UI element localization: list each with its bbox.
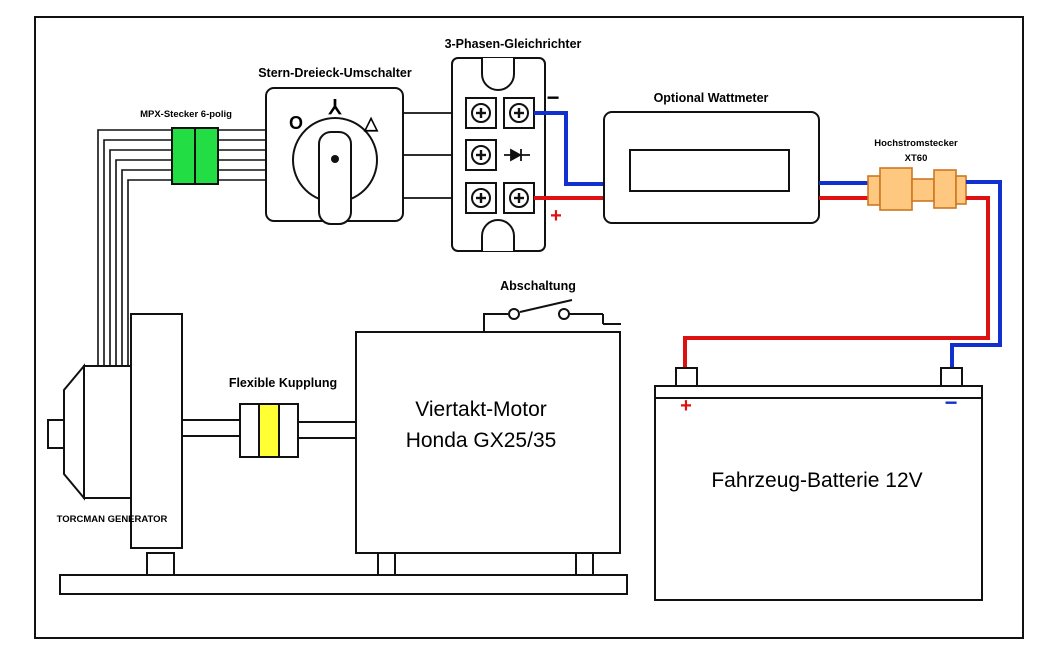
xt60-connector xyxy=(867,167,967,211)
shutoff-label: Abschaltung xyxy=(500,279,576,293)
switch-label: Stern-Dreieck-Umschalter xyxy=(258,66,412,80)
switch-star-symbol: ⅄ xyxy=(328,97,342,119)
rectifier xyxy=(451,57,546,252)
rectifier-plus-sign: + xyxy=(550,205,562,227)
generator-label: TORCMAN GENERATOR xyxy=(57,514,168,525)
battery-plus-sign: + xyxy=(680,395,692,417)
mpx-connector xyxy=(171,127,219,185)
battery-wires xyxy=(683,180,1002,368)
battery xyxy=(654,367,983,601)
dc-wires-rectifier xyxy=(534,111,604,200)
coupling-label: Flexible Kupplung xyxy=(229,376,337,390)
generator-wires xyxy=(97,129,266,366)
base-plate xyxy=(59,552,628,595)
wattmeter xyxy=(603,111,820,224)
xt60-label-line2: XT60 xyxy=(905,153,928,164)
engine-label-line2: Honda GX25/35 xyxy=(406,429,557,452)
battery-minus-sign: − xyxy=(945,390,958,415)
diode-icon xyxy=(504,148,530,162)
mpx-connector-label: MPX-Stecker 6-polig xyxy=(140,109,232,120)
switch-off-symbol: O xyxy=(289,113,303,133)
battery-label: Fahrzeug-Batterie 12V xyxy=(711,469,922,492)
switch-delta-symbol: △ xyxy=(363,113,379,133)
engine-block xyxy=(355,331,621,554)
engine-label-line1: Viertakt-Motor xyxy=(415,398,547,421)
wattmeter-label: Optional Wattmeter xyxy=(654,91,769,105)
shutoff-switch xyxy=(483,299,621,332)
rectifier-minus-sign: − xyxy=(547,85,560,110)
coupling-insert xyxy=(258,403,280,458)
dc-wires-wattmeter xyxy=(819,181,868,200)
star-delta-switch: O ⅄ △ xyxy=(265,87,404,225)
rectifier-label: 3-Phasen-Gleichrichter xyxy=(445,37,582,51)
xt60-label-line1: Hochstromstecker xyxy=(874,138,958,149)
torcman-generator xyxy=(47,313,241,549)
